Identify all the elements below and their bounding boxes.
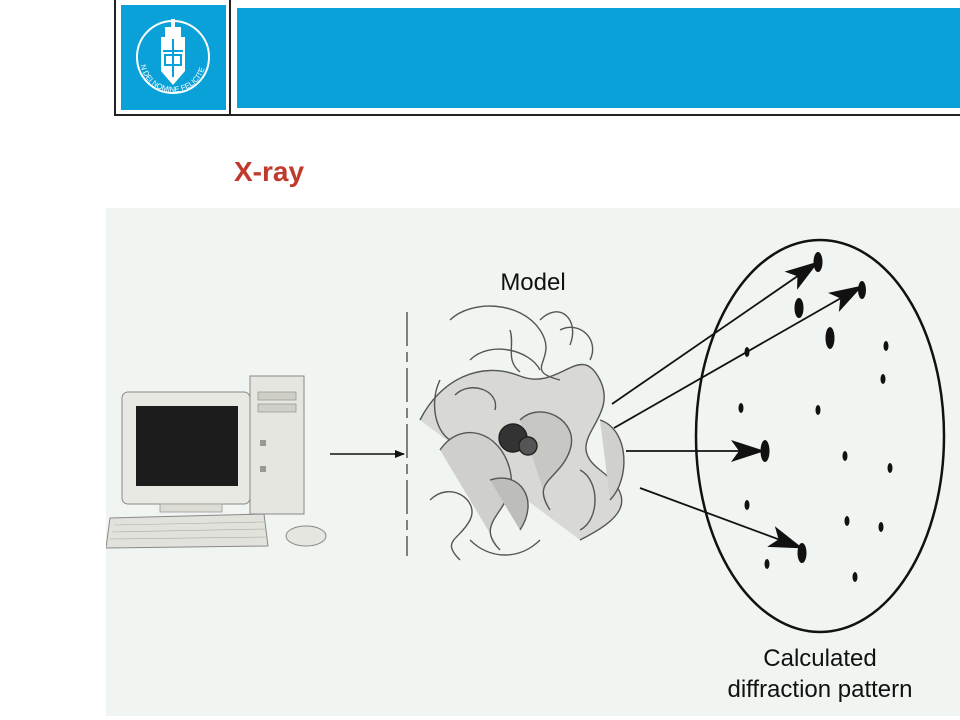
university-logo: IN DEI NOMINE FELICITER [118,0,226,110]
protein-model-image [419,305,625,561]
logo-divider [229,0,231,116]
diffraction-spots [738,252,893,582]
model-label: Model [500,269,565,296]
diagram-panel: Model [106,208,960,716]
diffraction-pattern-outline [694,238,946,634]
seal-icon: IN DEI NOMINE FELICITER [118,0,210,94]
pattern-label-line2: diffraction pattern [727,676,912,703]
header-left-rule [114,0,116,116]
header-banner [237,8,960,108]
header-frame [114,0,960,116]
pattern-label-line1: Calculated [763,645,876,672]
diffraction-diagram: Model [106,238,946,703]
header-bottom-rule [114,114,960,116]
slide-title: X-ray [234,156,305,187]
diffraction-arrows [611,261,863,549]
computer-icon [106,375,327,549]
